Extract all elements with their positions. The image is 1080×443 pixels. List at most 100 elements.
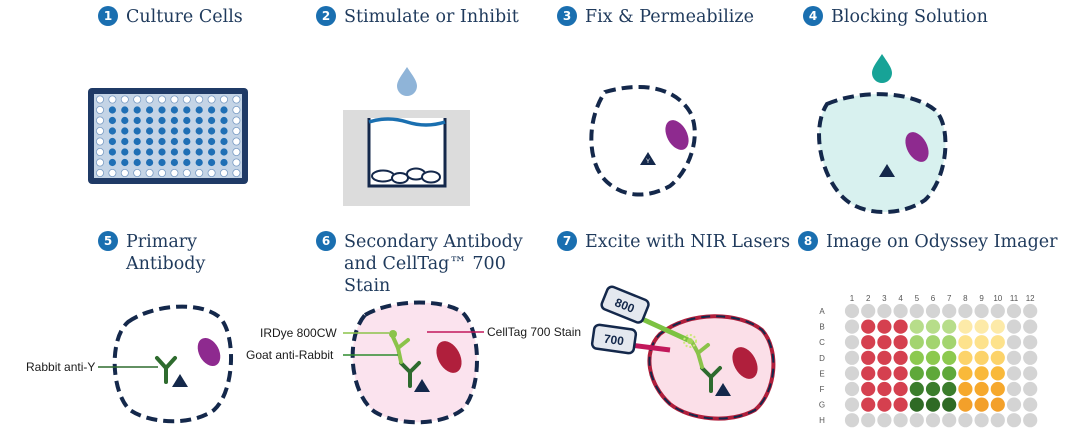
plate-well <box>158 137 166 146</box>
result-well <box>974 350 989 365</box>
plate-well <box>220 116 228 125</box>
result-well <box>1023 366 1038 381</box>
blocking-antigen-icon <box>879 164 895 177</box>
step-4-label: Blocking Solution <box>831 7 988 27</box>
blocking-cell-icon <box>817 54 948 214</box>
antigen-label: Y <box>646 159 650 165</box>
step-1-title: 1 Culture Cells <box>98 6 243 28</box>
plate-well <box>170 106 178 114</box>
plate-well <box>219 168 228 177</box>
plate-well <box>157 168 166 177</box>
step-2-label: Stimulate or Inhibit <box>344 7 519 27</box>
plate-well <box>220 127 228 135</box>
result-well <box>974 366 989 381</box>
result-well <box>942 350 957 365</box>
plate-well <box>195 127 203 135</box>
result-well <box>844 413 860 428</box>
result-well <box>925 319 941 334</box>
plate-well <box>96 116 105 125</box>
plate-well <box>108 158 116 167</box>
plate-well <box>158 127 166 135</box>
plate-well <box>108 106 116 114</box>
result-well <box>861 381 876 397</box>
plate-row-label: F <box>820 385 825 394</box>
plate-well <box>183 127 191 135</box>
result-well <box>877 303 892 319</box>
result-well <box>877 335 892 350</box>
laser-excitation-icon: 800 700 <box>590 285 776 421</box>
result-well <box>1006 319 1022 334</box>
stimulate-dish-icon <box>343 67 470 206</box>
step-3-badge: 3 <box>557 6 577 26</box>
plate-well <box>108 95 117 104</box>
plate-well <box>232 127 241 136</box>
plate-well <box>108 168 117 177</box>
result-well <box>877 381 892 397</box>
laser-800-icon: 800 <box>600 285 650 324</box>
result-well <box>909 397 924 412</box>
result-well <box>925 397 941 412</box>
result-well <box>990 381 1005 397</box>
result-well <box>990 397 1005 412</box>
result-well <box>1023 303 1038 319</box>
plate-well <box>195 116 203 125</box>
antigen-icon <box>640 152 656 165</box>
plate-well <box>108 137 116 146</box>
nucleus <box>665 120 689 150</box>
result-well <box>1023 381 1038 397</box>
plate-well <box>208 116 216 125</box>
result-well <box>861 335 876 350</box>
step-1-label: Culture Cells <box>126 7 243 27</box>
step-2-badge: 2 <box>316 6 336 26</box>
plate-well <box>170 95 179 104</box>
result-well <box>925 366 941 381</box>
fixed-cell-icon: Y <box>589 85 697 197</box>
result-well <box>990 335 1005 350</box>
plate-well <box>208 137 216 146</box>
result-well <box>974 397 989 412</box>
plate-well <box>195 95 204 104</box>
result-well <box>958 335 973 350</box>
laser-700-label: 700 <box>603 332 625 349</box>
plate-well <box>183 116 191 125</box>
result-well <box>893 381 908 397</box>
plate-well <box>146 127 154 135</box>
plate-well <box>195 148 203 156</box>
result-well <box>893 397 908 412</box>
result-well <box>909 303 924 319</box>
result-well <box>861 319 876 334</box>
result-well <box>861 350 876 365</box>
result-well <box>844 381 860 397</box>
result-well <box>958 381 973 397</box>
plate-well <box>108 127 116 135</box>
result-well <box>877 319 892 334</box>
plate-well <box>133 137 141 146</box>
result-well <box>942 397 957 412</box>
plate-well <box>133 95 142 104</box>
result-well <box>958 303 973 319</box>
plate-well <box>157 95 166 104</box>
plate-well <box>158 148 166 156</box>
step-3-label: Fix & Permeabilize <box>585 7 754 27</box>
result-well <box>990 303 1005 319</box>
result-well <box>893 350 908 365</box>
blocking-nucleus <box>905 132 929 162</box>
plate-well <box>133 148 141 156</box>
plate-well <box>183 137 191 146</box>
plate-well <box>182 168 191 177</box>
plate-well <box>208 158 216 167</box>
step-1-badge: 1 <box>98 6 118 26</box>
result-well <box>925 303 941 319</box>
plate-well <box>170 168 179 177</box>
plate-well <box>96 158 105 167</box>
secondary-antibody-icon <box>391 335 410 364</box>
result-well <box>958 319 973 334</box>
step-5-badge: 5 <box>98 231 118 251</box>
plate-column-label: 5 <box>915 294 920 303</box>
result-well <box>942 303 957 319</box>
result-well <box>909 319 924 334</box>
plate-column-label: 3 <box>882 294 887 303</box>
plate-well <box>146 148 154 156</box>
